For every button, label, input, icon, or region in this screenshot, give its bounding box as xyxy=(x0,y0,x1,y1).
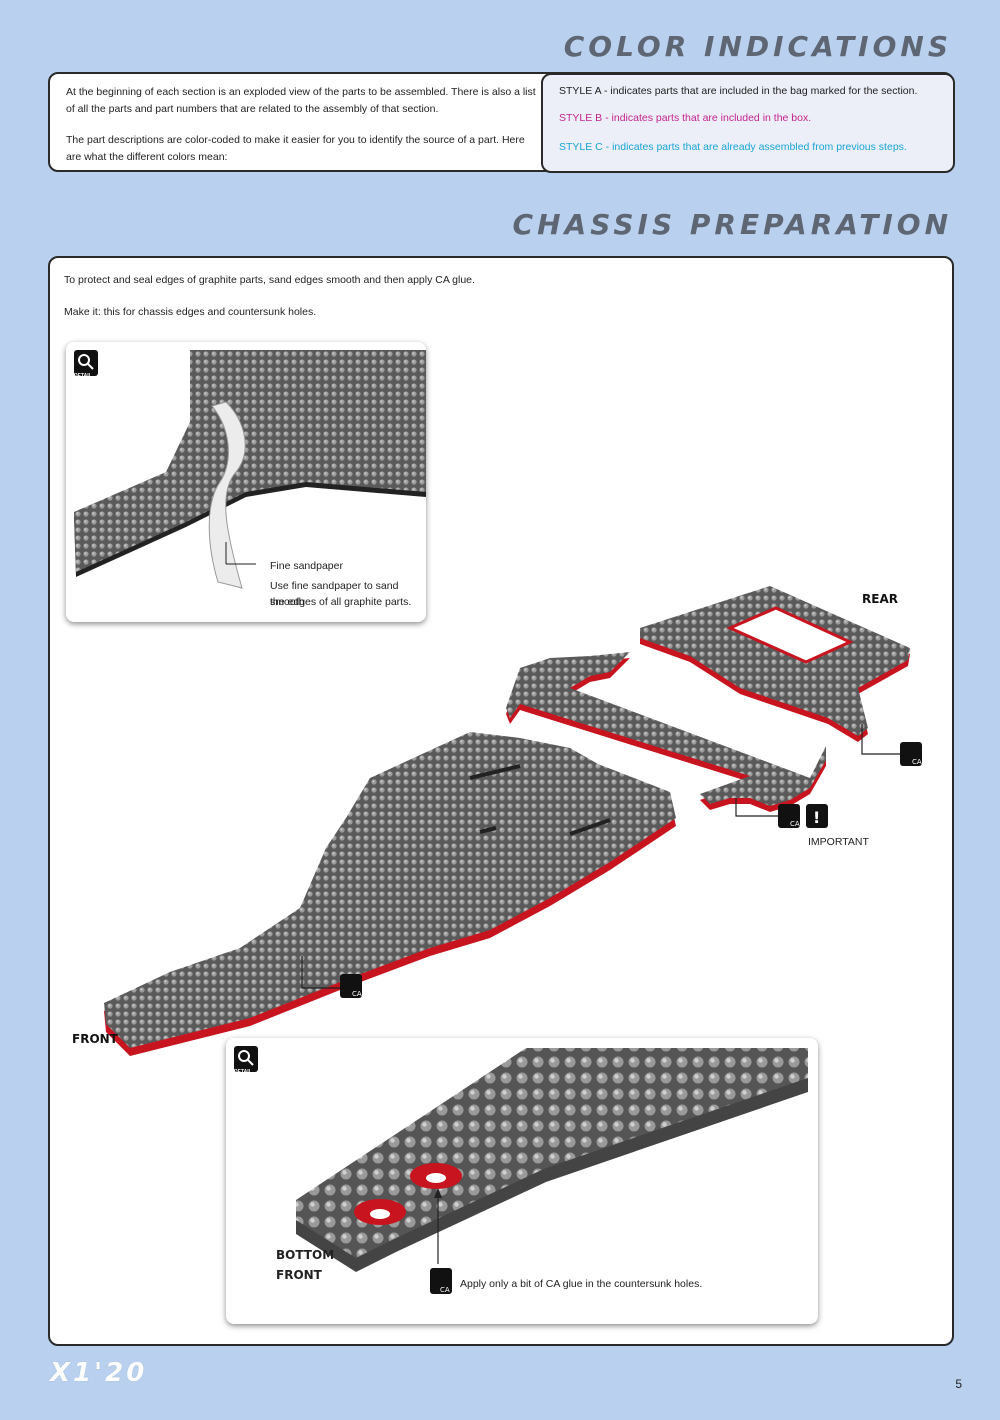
sandpaper-caption-line-1: Use fine sandpaper to sand smooth xyxy=(270,580,399,608)
style-b-text: STYLE B - indicates parts that are inclu… xyxy=(559,112,812,124)
important-icon xyxy=(806,804,828,828)
page-number: 5 xyxy=(955,1377,962,1391)
chassis-illustration: CA CA ! IMPORTANT CA REAR FRONT xyxy=(72,586,922,1056)
sandpaper-illustration xyxy=(74,350,426,589)
intro-paragraph-1: At the beginning of each section is an e… xyxy=(66,86,536,115)
middle-plate xyxy=(506,652,826,812)
style-c-text: STYLE C - indicates parts that are alrea… xyxy=(559,141,907,153)
front-label-detail: FRONT xyxy=(276,1268,322,1282)
detail-icon-label: DETAIL xyxy=(74,373,92,379)
ca-callout-rear: CA xyxy=(861,724,922,766)
detail-countersunk: CA DETAIL BOTTOM FRONT Apply only a bit … xyxy=(226,1038,818,1324)
ca-label-middle: CA xyxy=(790,820,800,828)
detail-icon xyxy=(74,350,98,376)
color-indications-box: At the beginning of each section is an e… xyxy=(48,72,955,173)
chassis-preparation-title: CHASSIS PREPARATION xyxy=(512,208,952,241)
intro-paragraph-2: The part descriptions are color-coded to… xyxy=(66,134,525,163)
color-indications-title: COLOR INDICATIONS xyxy=(563,30,952,63)
ca-callout-middle: CA ! IMPORTANT xyxy=(735,798,869,848)
countersunk-illustration: CA xyxy=(296,1048,808,1294)
intro-text: At the beginning of each section is an e… xyxy=(66,84,536,180)
ca-label-rear: CA xyxy=(912,758,922,766)
detail-sandpaper: DETAIL Fine sandpaper Use fine sandpaper… xyxy=(66,342,426,622)
bottom-label: BOTTOM xyxy=(276,1248,335,1262)
ca-callout-front: CA xyxy=(301,956,362,998)
instruction-1: To protect and seal edges of graphite pa… xyxy=(64,274,475,286)
sandpaper-caption-title: Fine sandpaper xyxy=(270,560,343,572)
chassis-preparation-panel: To protect and seal edges of graphite pa… xyxy=(48,256,954,1346)
rear-plate xyxy=(640,586,910,742)
rear-label: REAR xyxy=(862,592,898,606)
ca-label-detail: CA xyxy=(440,1286,450,1294)
instruction-2: Make it: this for chassis edges and coun… xyxy=(64,306,317,318)
front-label: FRONT xyxy=(72,1032,119,1046)
ca-label-front: CA xyxy=(352,990,362,998)
x120-logo: X1'20 xyxy=(50,1358,148,1388)
style-legend-box: STYLE A - indicates parts that are inclu… xyxy=(541,73,955,173)
sandpaper-caption-line-2: the edges of all graphite parts. xyxy=(270,596,412,608)
style-a-text: STYLE A - indicates parts that are inclu… xyxy=(559,85,918,97)
important-mark: ! xyxy=(813,808,820,827)
detail-icon-label-2: DETAIL xyxy=(234,1069,252,1075)
detail-icon-2 xyxy=(234,1046,258,1072)
main-chassis-plate xyxy=(104,732,676,1056)
important-label: IMPORTANT xyxy=(808,836,869,848)
countersunk-caption: Apply only a bit of CA glue in the count… xyxy=(460,1278,703,1290)
